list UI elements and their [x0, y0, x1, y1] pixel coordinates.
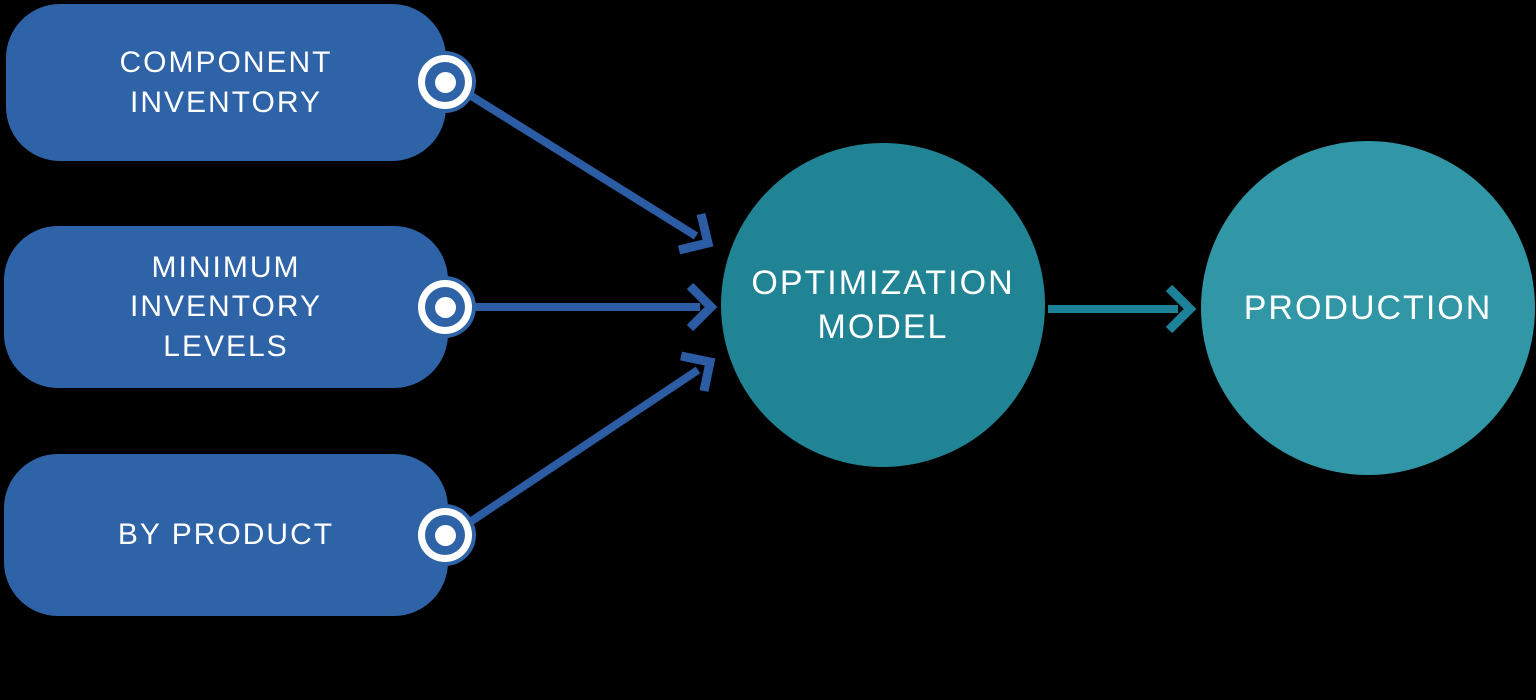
connector-dot-icon	[434, 296, 456, 318]
connector-ring	[418, 55, 472, 109]
input-box-label: MINIMUM INVENTORY LEVELS	[130, 250, 322, 363]
connector-dot-icon	[434, 524, 456, 546]
arrow-shaft	[449, 366, 701, 538]
connector-node-minimum	[414, 276, 476, 338]
input-box-label: BY PRODUCT	[117, 518, 335, 552]
arrow-head-icon	[680, 351, 716, 392]
connector-dot-icon	[434, 71, 456, 93]
connector-node-component	[414, 51, 476, 113]
arrow-head-icon	[1165, 284, 1197, 334]
input-box-minimum-inventory-levels: MINIMUM INVENTORY LEVELS	[4, 226, 448, 388]
arrow-minimum-to-model	[447, 282, 718, 332]
arrow-model-to-production	[1048, 284, 1197, 334]
arrow-head-icon	[677, 212, 714, 255]
connector-ring	[418, 508, 472, 562]
connector-core	[425, 62, 465, 102]
arrow-head-icon	[686, 282, 718, 332]
node-production: PRODUCTION	[1201, 141, 1535, 475]
connector-ring	[418, 280, 472, 334]
connector-core	[425, 515, 465, 555]
input-box-label: COMPONENT INVENTORY	[119, 45, 333, 119]
arrow-component-to-model	[449, 80, 714, 255]
input-box-component-inventory: COMPONENT INVENTORY	[6, 4, 446, 161]
arrow-shaft	[449, 80, 699, 240]
input-box-by-product: BY PRODUCT	[4, 454, 448, 616]
node-label: OPTIMIZATION MODEL	[751, 263, 1015, 346]
connector-core	[425, 287, 465, 327]
node-label: PRODUCTION	[1243, 288, 1493, 327]
arrow-byproduct-to-model	[449, 351, 716, 538]
connector-node-byproduct	[414, 504, 476, 566]
node-optimization-model: OPTIMIZATION MODEL	[721, 143, 1045, 467]
